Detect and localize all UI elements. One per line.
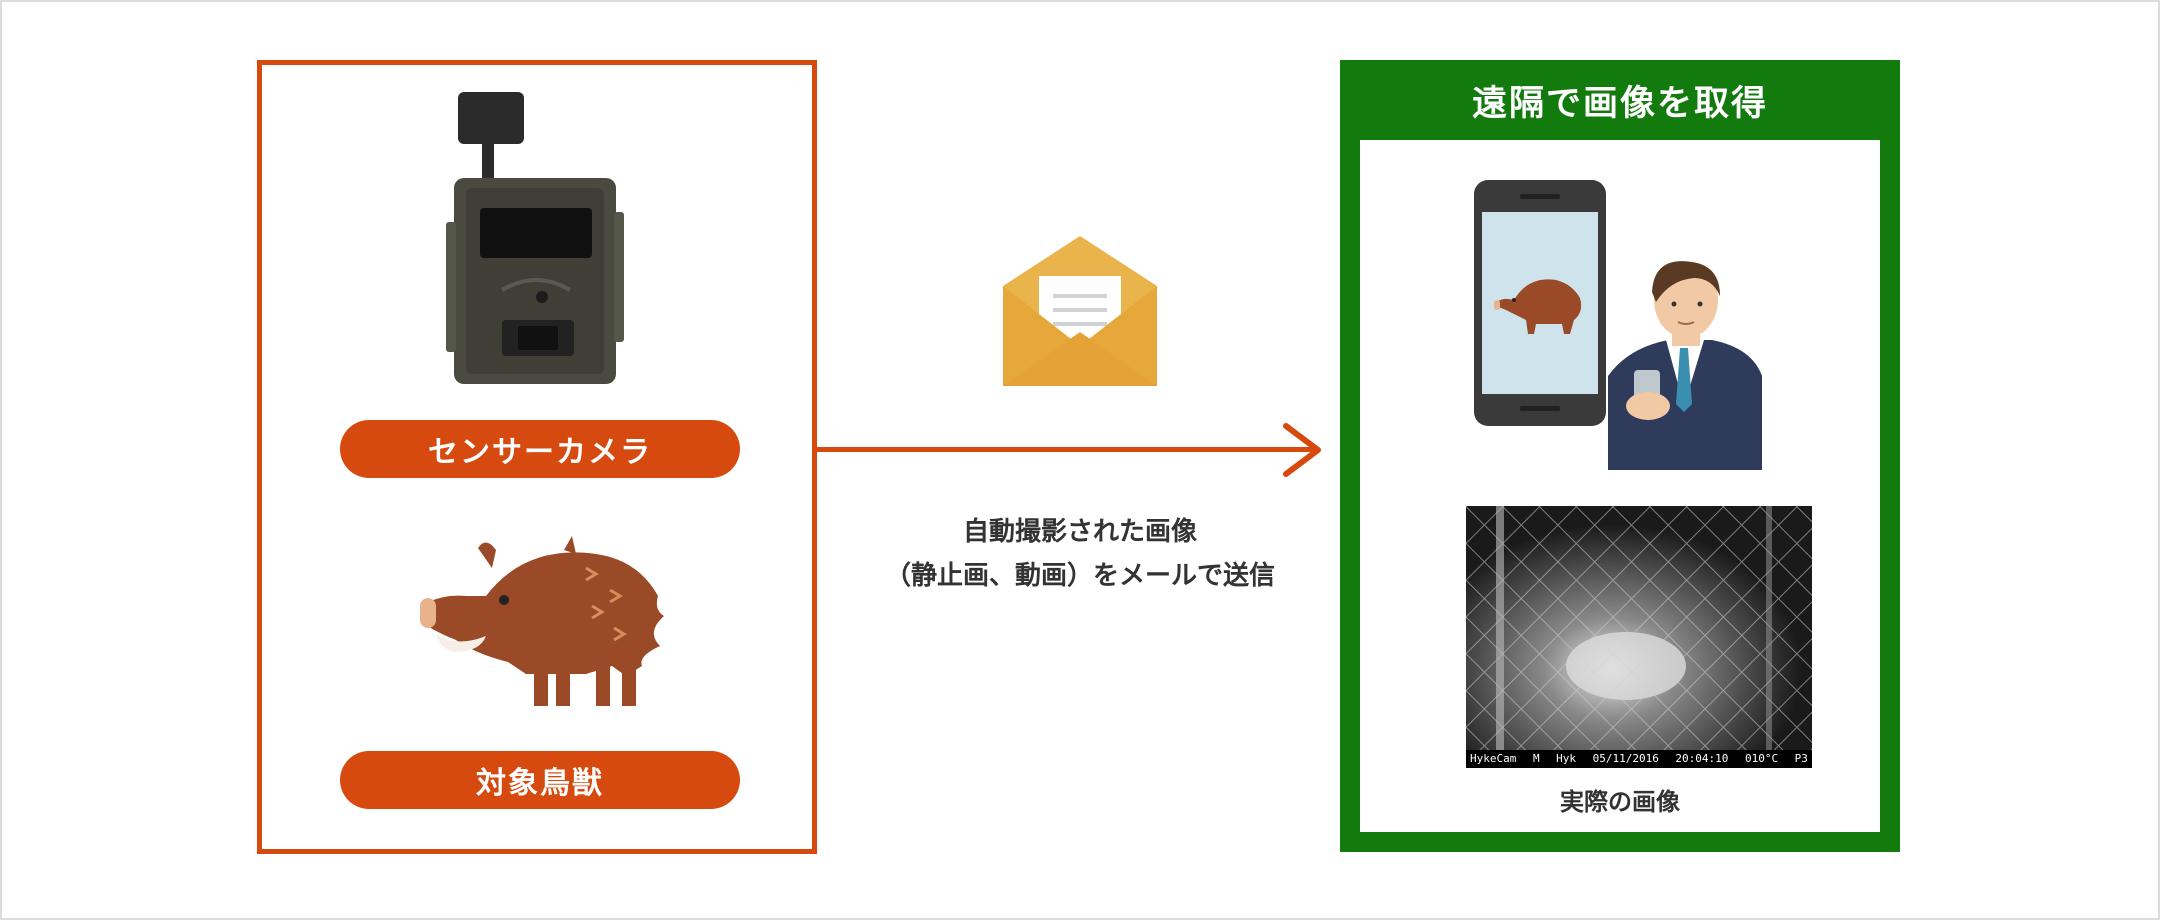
- envelope-icon: [1003, 236, 1157, 386]
- photo-tag: P3: [1794, 752, 1808, 765]
- photo-caption: 実際の画像: [1560, 788, 1680, 816]
- target-animal-label: 対象鳥獣: [340, 751, 740, 809]
- send-caption-line2: （静止画、動画）をメールで送信: [884, 561, 1275, 591]
- photo-time: 20:04:10: [1675, 752, 1729, 765]
- sensor-camera-label: センサーカメラ: [340, 420, 740, 478]
- night-vision-image: [1466, 506, 1812, 768]
- photo-brand: HykeCam: [1470, 752, 1517, 765]
- actual-camera-photo: HykeCam M Hyk 05/11/2016 20:04:10 010°C …: [1466, 506, 1812, 768]
- smartphone-icon: [1474, 180, 1606, 426]
- sensor-side-panel: [257, 60, 817, 854]
- remote-receive-panel: 遠隔で画像を取得: [1340, 60, 1900, 852]
- remote-panel-title: 遠隔で画像を取得: [1471, 83, 1768, 124]
- remote-panel-content: HykeCam M Hyk 05/11/2016 20:04:10 010°C …: [1360, 140, 1880, 832]
- arrow-right-icon: [1283, 423, 1321, 477]
- photo-date: 05/11/2016: [1592, 752, 1659, 765]
- send-caption-line1: 自動撮影された画像: [962, 517, 1197, 547]
- photo-id: Hyk: [1556, 752, 1577, 765]
- photo-mode: M: [1532, 752, 1540, 765]
- photo-temp: 010°C: [1744, 752, 1779, 765]
- wild-boar-icon: [420, 536, 664, 706]
- photo-status-bar: HykeCam M Hyk 05/11/2016 20:04:10 010°C …: [1466, 750, 1812, 768]
- send-arrow-line: [817, 447, 1317, 452]
- businessman-icon: [1608, 261, 1762, 470]
- trail-camera-icon: [446, 92, 624, 384]
